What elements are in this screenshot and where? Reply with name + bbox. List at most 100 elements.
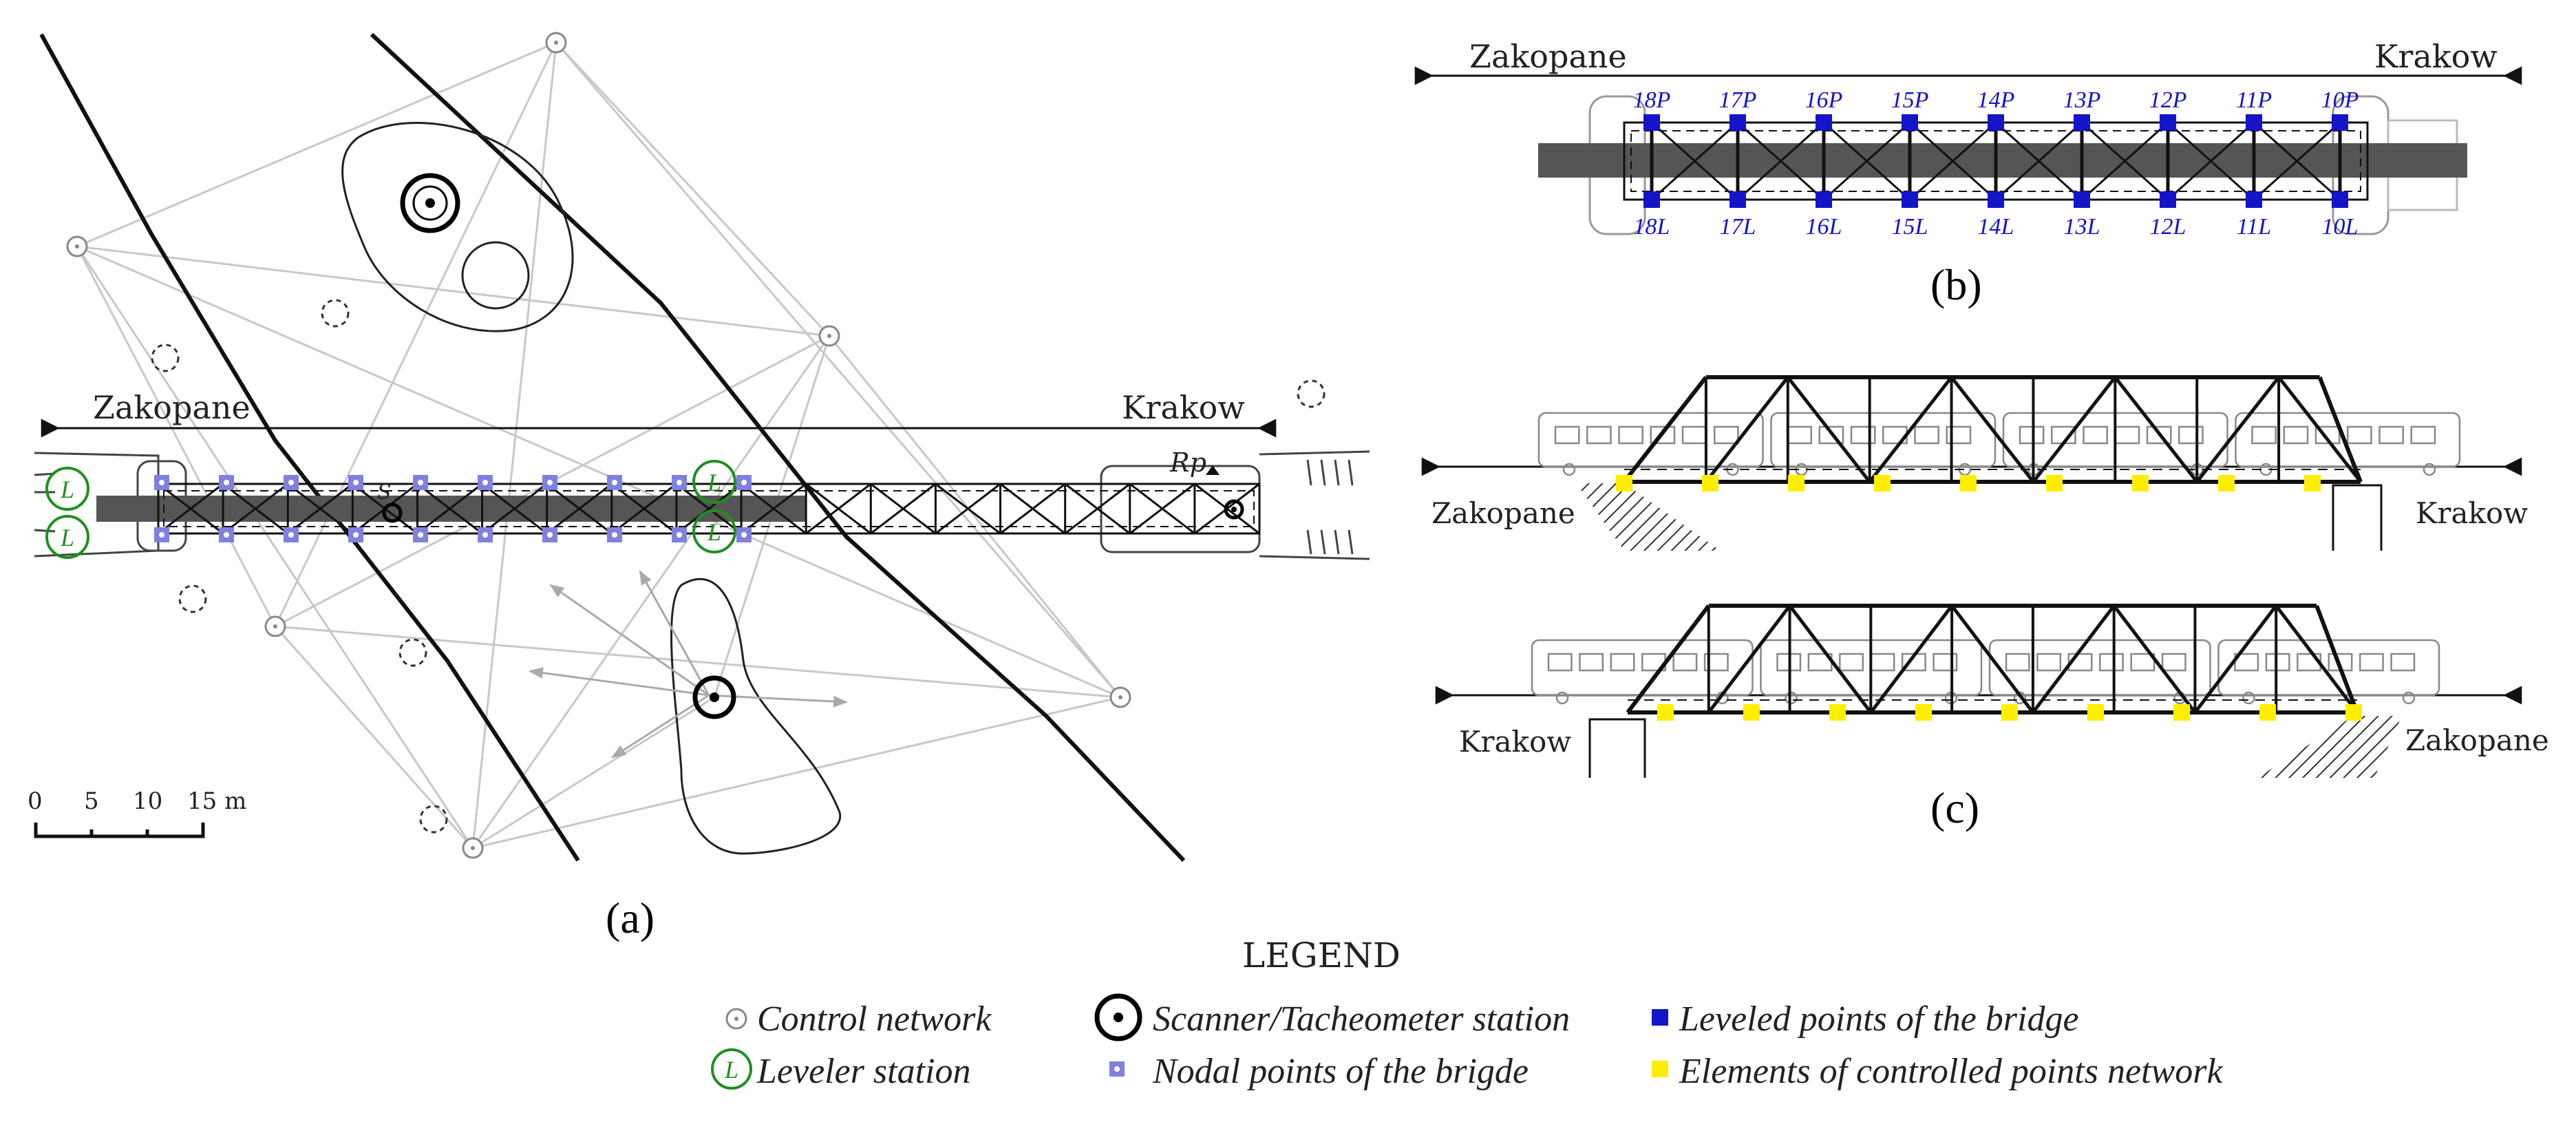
legend-item-control-network: Control network <box>725 999 992 1039</box>
train-window <box>2083 425 2108 445</box>
nodal-point-icon <box>672 527 687 542</box>
nodal-point-icon <box>284 475 299 490</box>
nodal-point-icon <box>1109 1061 1125 1077</box>
legend-item-leveled-points: Leveled points of the bridge <box>1652 999 2079 1039</box>
network-line <box>555 41 831 337</box>
truss-diagonal <box>546 483 613 535</box>
train-window <box>2265 653 2290 672</box>
legend-label-leveled-points: Leveled points of the bridge <box>1679 999 2079 1039</box>
controlled-point <box>1915 704 1932 721</box>
controlled-point <box>1657 704 1674 721</box>
leveled-point <box>1643 191 1660 208</box>
bridge-truss-elevation-upper <box>1622 375 2363 484</box>
scanner-stations-a <box>382 173 1244 719</box>
rp-label: Rp <box>1169 447 1206 478</box>
truss-diagonal <box>870 483 937 535</box>
nodal-point-icon <box>219 527 234 542</box>
contour-small-circle <box>461 241 530 310</box>
embankment-upper <box>1576 483 1721 551</box>
train-window <box>2067 653 2093 672</box>
network-line <box>274 626 474 849</box>
truss-diagonal <box>416 483 483 535</box>
dir-krakow-b: Krakow <box>2374 38 2498 75</box>
train-window <box>1650 425 1676 445</box>
controlled-point <box>1788 475 1805 491</box>
svg-text:L: L <box>60 476 74 503</box>
leveled-point-label: 16L <box>1806 214 1842 240</box>
dir-zakopane-b: Zakopane <box>1469 38 1627 75</box>
end-post <box>2317 376 2363 483</box>
diagonal <box>2275 604 2359 714</box>
nodal-point-icon <box>413 527 428 542</box>
diagonal <box>2114 376 2199 483</box>
leveled-point <box>1988 191 2004 208</box>
network-line <box>76 246 474 849</box>
svg-text:L: L <box>724 1056 738 1083</box>
train-window <box>1850 425 1876 445</box>
diagonal <box>2195 376 2281 483</box>
scale-tick-5: 5 <box>84 787 99 815</box>
leveled-point <box>2160 191 2176 208</box>
control-network-stations <box>66 32 1131 859</box>
leveled-point-label: 13P <box>2063 87 2101 113</box>
bridge-truss-elevation-lower <box>1626 604 2359 715</box>
panel-a-label: (a) <box>606 893 654 942</box>
controlled-points-lower <box>1657 704 2362 721</box>
leveled-point <box>1729 191 1746 208</box>
leveled-point <box>1643 114 1660 131</box>
train-window <box>2390 653 2416 672</box>
train-window <box>1610 653 1635 672</box>
lower-left-krakow: Krakow <box>1459 725 1571 759</box>
diagonal <box>1950 376 2035 483</box>
controlled-point <box>2259 704 2276 721</box>
network-line <box>76 245 830 337</box>
leveler-station-icon: L <box>711 1048 752 1090</box>
leveled-point-label: 14P <box>1977 87 2015 113</box>
truss-diagonal <box>1650 121 1739 201</box>
legend-label-controlled-points: Elements of controlled points network <box>1679 1052 2223 1091</box>
upper-left-zakopane: Zakopane <box>1431 496 1575 530</box>
truss-diagonal <box>1129 483 1195 535</box>
network-line <box>555 42 1122 698</box>
scale-tick-15: 15 m <box>187 787 246 815</box>
train-window <box>2347 425 2372 445</box>
train-window <box>2314 425 2341 445</box>
truss-diagonal <box>1994 121 2083 201</box>
train-window <box>2114 425 2140 445</box>
train-wheel <box>2242 691 2255 705</box>
train-window <box>1839 653 1864 672</box>
scanner-station-icon <box>692 675 736 719</box>
controlled-point <box>1829 704 1846 721</box>
leveled-point-label: 12L <box>2150 214 2186 240</box>
diagonal <box>2031 604 2116 714</box>
train-car <box>1988 639 2211 697</box>
nodal-point-icon <box>413 475 428 490</box>
leveler-station-icon: L <box>692 460 736 504</box>
train-window <box>2099 653 2124 672</box>
network-line <box>275 625 1121 699</box>
network-line <box>472 696 1121 849</box>
panel-b-label: (b) <box>1930 260 1982 309</box>
truss-diagonal <box>935 483 1001 535</box>
train-window <box>1554 425 1580 445</box>
train-window <box>1787 425 1812 445</box>
legend: LEGEND Control network L Leveler station… <box>711 935 2223 1091</box>
dir-zakopane-a: Zakopane <box>93 389 251 426</box>
train-window <box>2036 653 2062 672</box>
truss-diagonal <box>1822 121 1911 201</box>
upper-right-krakow: Krakow <box>2416 496 2528 530</box>
train-window <box>2146 425 2172 445</box>
train-wheel <box>1555 691 1569 705</box>
train-window <box>2005 653 2030 672</box>
river-bank-right <box>370 32 1186 862</box>
nodal-point-icon <box>154 527 169 542</box>
controlled-point <box>2173 704 2190 721</box>
truss-inner <box>163 490 1255 527</box>
nodal-point-icon <box>284 527 299 542</box>
truss-diagonal <box>610 483 677 535</box>
end-post <box>2314 604 2359 714</box>
controlled-point <box>1702 475 1718 491</box>
